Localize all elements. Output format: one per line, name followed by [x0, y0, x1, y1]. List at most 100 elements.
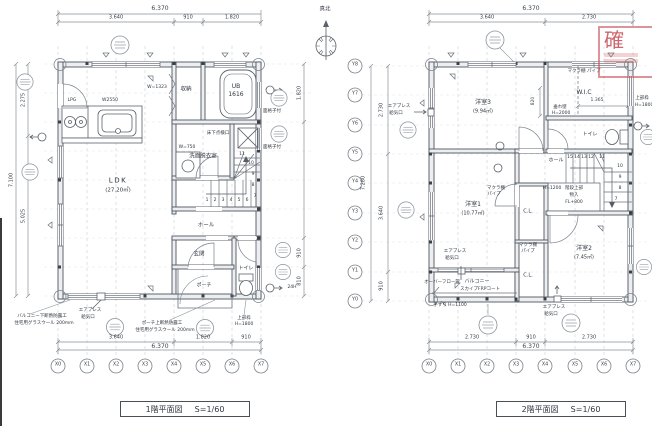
floor1-closet-door	[168, 73, 176, 117]
f1-dim-bot-p2: 1.820	[195, 334, 211, 341]
f2-grid-x6: X6	[600, 362, 608, 368]
f2-grid-y6: Y6	[352, 121, 358, 127]
f1-floor-hatch-label: 床下点検口	[206, 130, 230, 136]
floor1-vent-marks	[47, 52, 250, 292]
f1-storage-width: W=1323	[147, 84, 167, 90]
floor1-kitchen	[61, 105, 143, 144]
f1-dim-left-p1: 2.275	[20, 92, 27, 108]
f2-dim-bot-total: 6.370	[522, 343, 540, 350]
f1-insulation2-line2: 住宅用グラスウール 200mm	[135, 327, 195, 333]
f1-lattice-label-2: 面格子付	[263, 144, 281, 150]
scan-edge-line	[0, 218, 2, 426]
f2-grid-y1: Y1	[352, 268, 358, 274]
f2-grid-x1: X1	[454, 362, 462, 368]
f2-room-toilet: トイレ	[582, 131, 598, 138]
floor1-corner-circles	[53, 58, 265, 303]
f2-stair-12: 12	[588, 154, 594, 160]
f1-dim-left-total: 7.100	[8, 172, 15, 188]
floor2-corner-circles	[425, 58, 637, 306]
floor2-vent-symbols	[414, 108, 650, 303]
f1-grid-x6: X6	[228, 362, 236, 368]
f2-dim-top-p2: 2.730	[581, 14, 597, 20]
f1-room-porch: ポーチ	[196, 282, 212, 289]
f1-dim-right-p3: 810	[296, 276, 303, 286]
f1-kitchen-width: W2550	[102, 97, 118, 103]
f2-grid-x7: X7	[629, 362, 637, 368]
f1-dim-bot-total: 6.370	[151, 343, 169, 350]
f1-dim-top-p1: 3.640	[108, 14, 124, 20]
f2-grid-x2: X2	[483, 362, 491, 368]
f1-grid-x5: X5	[199, 362, 207, 368]
f2-room-1: 洋室1	[465, 201, 481, 208]
floor2-balcony-rail	[432, 286, 517, 307]
f1-stair-11: 11	[239, 151, 245, 157]
f1-airbreath-line1: エアブレス	[78, 307, 102, 313]
f1-stair-10: 10	[248, 160, 254, 166]
f1-lattice-label-1: 面格子付	[263, 108, 281, 114]
f2-dim-top-total: 6.370	[522, 5, 540, 12]
f1-dim-left-p2: 5.025	[20, 208, 27, 224]
floor2-dimension-lines	[368, 10, 636, 354]
f2-stair-11: 11	[599, 154, 605, 160]
f2-grid-y3: Y3	[352, 209, 358, 215]
f2-grid-x0: X0	[425, 362, 433, 368]
f1-insulation1-line2: 住宅用グラスウール 200mm	[14, 320, 74, 326]
approval-stamp: 確	[598, 26, 652, 78]
f2-stair-closet-height: H=1200	[542, 185, 562, 191]
floor2-vent-marks	[419, 52, 615, 289]
f2-room-hall: ホール	[548, 157, 564, 164]
f2-dim-bot-p3: 2.730	[581, 334, 597, 341]
f1-scale: S=1/60	[194, 404, 225, 414]
f2-frame-top-label: 上部枠	[635, 95, 649, 101]
f1-stair-8: 8	[251, 182, 255, 188]
f1-grid-x1: X1	[83, 362, 91, 368]
f1-stair-3: 3	[221, 197, 225, 203]
f2-stair-closet-line1: 階段上部	[565, 185, 583, 191]
f1-dim-right-p2: 910	[296, 248, 303, 258]
f2-tarekabe-label: 垂れ壁	[553, 104, 567, 110]
f2-airbreath1-line2: 給気口	[389, 110, 403, 116]
f1-grid-x2: X2	[112, 362, 120, 368]
north-compass	[315, 20, 337, 60]
f2-grid-y5: Y5	[352, 150, 358, 156]
f2-grid-x5: X5	[571, 362, 579, 368]
f2-room-2: 洋室2	[576, 245, 592, 252]
f2-dim-left-p2: 3.640	[378, 205, 385, 221]
f1-frame-top-label: 上部枠	[237, 315, 251, 321]
floor2-windows	[429, 62, 633, 302]
floor1-washbasin	[175, 151, 201, 179]
f2-tarekabe-height: H=2000	[551, 110, 571, 116]
approval-stamp-subtext2	[604, 59, 638, 63]
floor1-porch-outline	[177, 269, 233, 309]
f1-insulation1-line1: バルコニー下断熱防露工	[17, 313, 67, 319]
f1-stair-6: 6	[245, 197, 249, 203]
f2-scale: S=1/60	[570, 404, 601, 414]
f2-closet-2: C.L.	[523, 272, 533, 279]
f2-airbreath1-line1: エアブレス	[387, 103, 411, 109]
f1-stair-9: 9	[251, 171, 255, 177]
f1-room-entry: 玄関	[193, 251, 205, 258]
f1-stair-5: 5	[237, 197, 241, 203]
f2-dim-bot-p1: 2.730	[464, 334, 480, 341]
f2-stair-10: 10	[617, 163, 623, 169]
f1-stair-7: 7	[253, 193, 257, 199]
f2-pipe1-line1: マクラ棚	[487, 185, 505, 191]
floor2-toilet-fixture	[605, 129, 629, 145]
f2-overflow-label: オーバーフロー管	[424, 279, 460, 285]
f2-stair-13: 13	[581, 154, 587, 160]
floor1-stairs	[206, 151, 261, 207]
f2-grid-y7: Y7	[352, 91, 358, 97]
f2-room-3: 洋室3	[475, 99, 491, 106]
f2-pipe1-line2: パイプ	[487, 191, 501, 197]
f1-lpg-label: LPG	[67, 97, 77, 103]
approval-stamp-char: 確	[604, 28, 624, 52]
f2-closet-1: C.L.	[523, 208, 533, 215]
f1-frame-h-label: H=1800	[234, 321, 254, 327]
f2-room-3-area: (9.94㎡)	[472, 108, 494, 115]
floor1-annotation-leaders	[29, 299, 247, 321]
f2-airbreath2-line1: エアブレス	[443, 248, 467, 254]
f1-room-toilet: トイレ	[238, 265, 254, 272]
f1-dim-right-p1: 1.820	[296, 85, 303, 101]
f1-room-hall: ホール	[197, 222, 215, 229]
f1-grid-x7: X7	[257, 362, 265, 368]
